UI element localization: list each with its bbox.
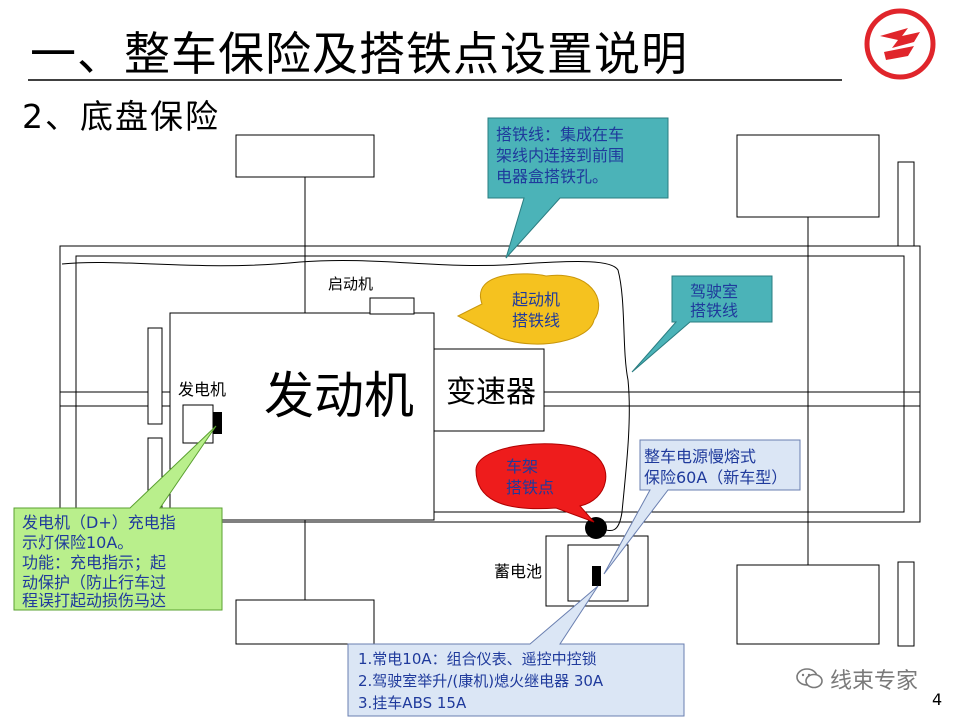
cab-ground-text-2: 搭铁线 <box>690 301 738 320</box>
starter-label: 启动机 <box>328 275 373 293</box>
alternator-label: 发电机 <box>178 380 226 399</box>
ground-wire-callout <box>487 117 669 259</box>
fuse-list-callout <box>347 585 685 717</box>
page-number: 4 <box>932 690 943 709</box>
transmission-box <box>433 348 545 432</box>
alternator-fuse-callout <box>13 425 223 611</box>
starter-motor <box>369 297 415 315</box>
ground-wire-line <box>61 259 630 531</box>
starter-ground-text-1: 起动机 <box>512 290 560 309</box>
frame-ground-callout <box>475 443 607 523</box>
alternator-fuse-text-4: 动保护（防止行车过 <box>22 573 166 592</box>
alternator-fuse-text-5: 程误打起动损伤马达 <box>22 591 166 610</box>
transmission-label: 变速器 <box>446 375 536 410</box>
wheel-rear-right <box>736 564 880 645</box>
starter-ground-text-2: 搭铁线 <box>512 311 560 330</box>
alternator-fuse-text-1: 发电机（D+）充电指 <box>22 513 176 532</box>
ground-wire-text-2: 架线内连接到前围 <box>496 146 624 165</box>
fuse-list-text-2: 2.驾驶室举升/(康机)熄火继电器 30A <box>358 672 604 690</box>
watermark-text: 线束专家 <box>830 669 919 694</box>
cab-ground-text-1: 驾驶室 <box>690 282 738 301</box>
battery-fuse <box>592 566 601 586</box>
section-subtitle: 2、底盘保险 <box>22 97 220 136</box>
main-fuse-text-1: 整车电源慢熔式 <box>644 447 756 466</box>
ground-wire-text-1: 搭铁线：集成在车 <box>496 125 624 144</box>
page-title: 一、整车保险及搭铁点设置说明 <box>30 27 688 81</box>
company-logo-icon <box>864 8 936 80</box>
front-axle <box>235 134 375 645</box>
fuse-list-text-3: 3.挂车ABS 15A <box>358 694 467 712</box>
battery-label: 蓄电池 <box>494 562 542 581</box>
frame-ground-point <box>585 517 607 539</box>
cab-ground-callout <box>631 275 773 373</box>
wechat-icon <box>796 668 823 689</box>
bumper-rear-right <box>897 561 915 647</box>
alternator-fuse-text-2: 示灯保险10A。 <box>22 533 133 552</box>
wheel-front-left <box>235 134 375 178</box>
wheel-rear-left <box>235 599 375 645</box>
alternator-fuse-text-3: 功能：充电指示；起 <box>22 553 166 572</box>
ground-wire-text-3: 电器盒搭铁孔。 <box>496 167 608 186</box>
wheel-front-right <box>736 134 880 218</box>
bumper-front-right <box>897 161 915 247</box>
frame-ground-text-2: 搭铁点 <box>506 478 554 497</box>
main-fuse-text-2: 保险60A（新车型） <box>644 468 787 487</box>
main-fuse-callout <box>603 439 801 575</box>
fuse-list-text-1: 1.常电10A：组合仪表、遥控中控锁 <box>358 650 597 668</box>
alternator-fuse <box>213 412 222 434</box>
engine-label: 发动机 <box>264 367 414 425</box>
rear-axles <box>736 134 915 647</box>
watermark: 线束专家 <box>796 663 918 695</box>
frame-ground-text-1: 车架 <box>506 457 538 476</box>
starter-ground-callout <box>456 273 599 345</box>
